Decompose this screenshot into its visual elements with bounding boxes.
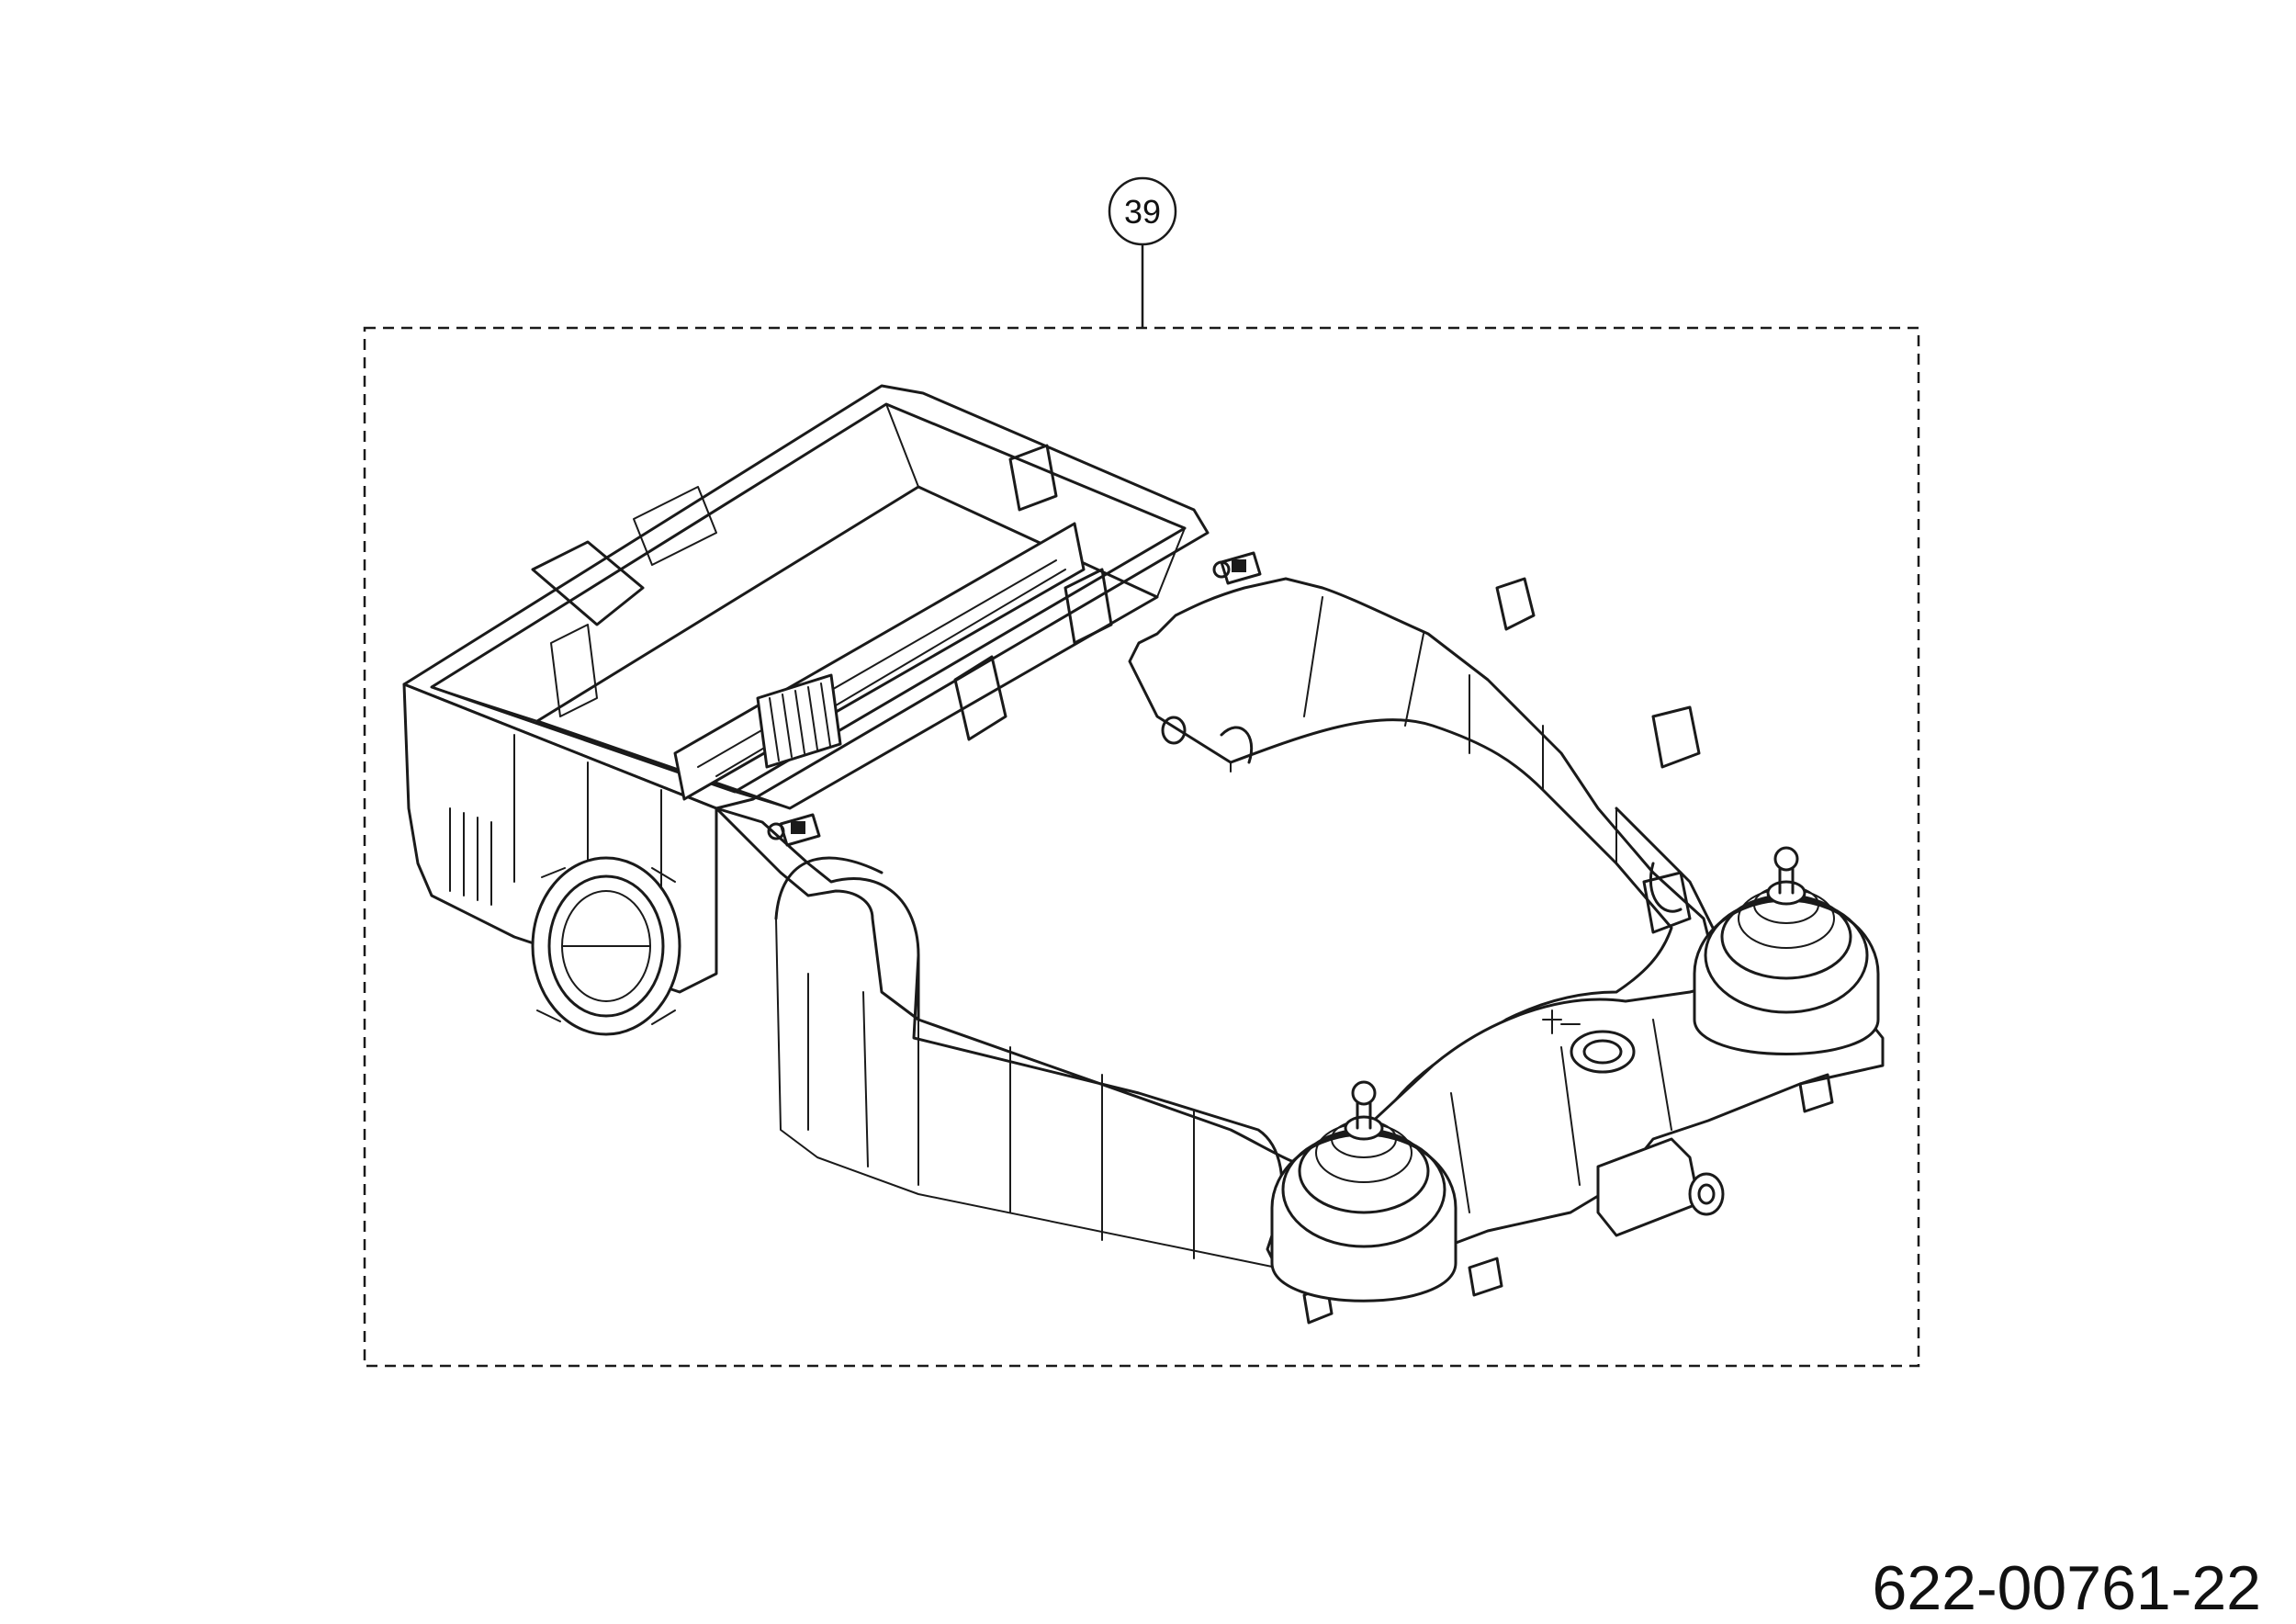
screw-pads: [767, 551, 1262, 847]
wheel-mount-right: [1693, 846, 1880, 1055]
callout-39[interactable]: 39: [1108, 176, 1177, 328]
cable-connector-ring: [531, 856, 681, 1036]
drawing-code: 622-00761-22: [1873, 1553, 2261, 1623]
frame-hook: [1161, 716, 1683, 913]
chassis-frame-illustration: [402, 384, 1885, 1325]
callout-number: 39: [1124, 193, 1161, 231]
wheel-mount-left: [1270, 1080, 1458, 1303]
electronics-box: [402, 384, 1210, 994]
callout-bubble: [1108, 176, 1177, 246]
side-mount-bracket: [1596, 1137, 1725, 1237]
